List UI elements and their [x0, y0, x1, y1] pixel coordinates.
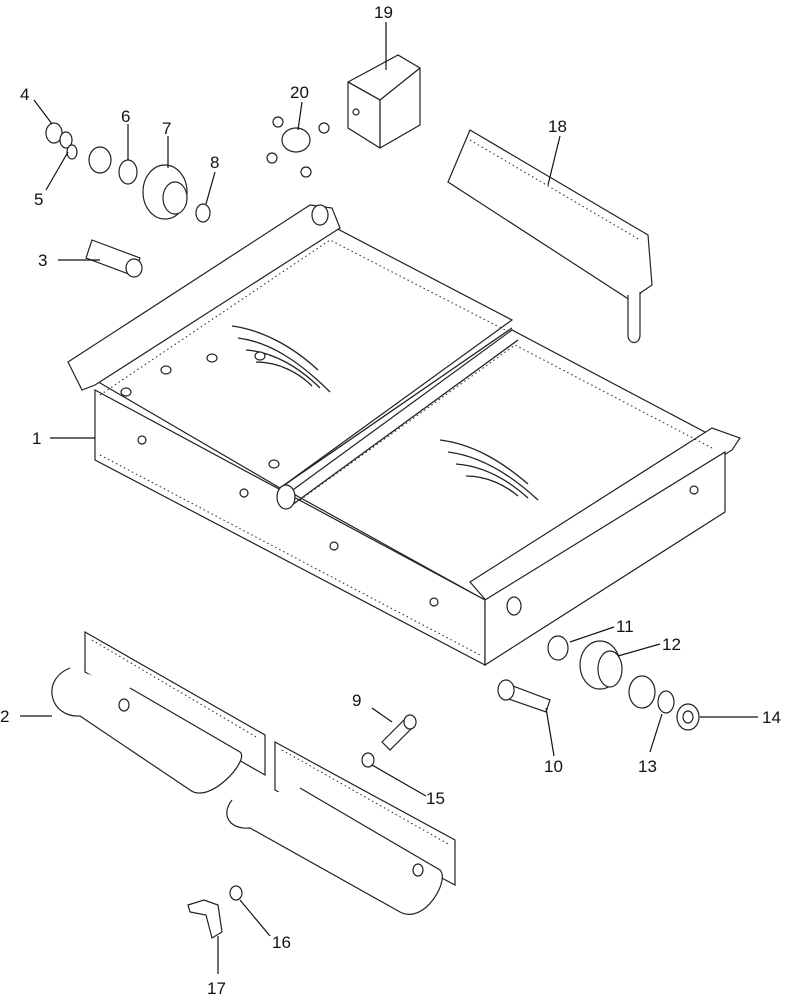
callout-labels: 1 2 3 4 5 6 7 8 9 10 11 12 13 14 15 16 1…: [0, 3, 781, 998]
callout-15: 15: [426, 789, 445, 808]
callout-16: 16: [272, 933, 291, 952]
callout-8: 8: [210, 153, 219, 172]
callout-4: 4: [20, 85, 29, 104]
callout-18: 18: [548, 117, 567, 136]
part-3-bolt: [85, 239, 143, 278]
part-19-control-box: [347, 54, 421, 149]
callout-20: 20: [290, 83, 309, 102]
callout-1: 1: [32, 429, 41, 448]
part-1-table-frame: [67, 204, 741, 667]
part-10-axle: [497, 679, 551, 713]
callout-17: 17: [207, 979, 226, 998]
parts-16-17-lock-knob: [187, 885, 243, 939]
parts-4-8-bearing-stack: [45, 122, 211, 223]
leader-lines: [20, 22, 758, 974]
callout-2: 2: [0, 707, 9, 726]
part-20-star-knob: [266, 116, 330, 178]
callout-11: 11: [616, 617, 634, 636]
callout-12: 12: [662, 635, 681, 654]
parts-11-14-wheel-assembly: [547, 635, 700, 731]
callout-14: 14: [762, 708, 781, 727]
callout-7: 7: [162, 119, 171, 138]
part-2-extension-wings: [51, 630, 456, 915]
callout-5: 5: [34, 190, 43, 209]
callout-13: 13: [638, 757, 657, 776]
callout-10: 10: [544, 757, 563, 776]
callout-6: 6: [121, 107, 130, 126]
callout-3: 3: [38, 251, 47, 270]
part-15-washer: [361, 752, 375, 768]
callout-19: 19: [374, 3, 393, 22]
part-18-rear-guard: [447, 129, 653, 344]
part-9-bolt: [381, 714, 417, 751]
callout-9: 9: [352, 691, 361, 710]
